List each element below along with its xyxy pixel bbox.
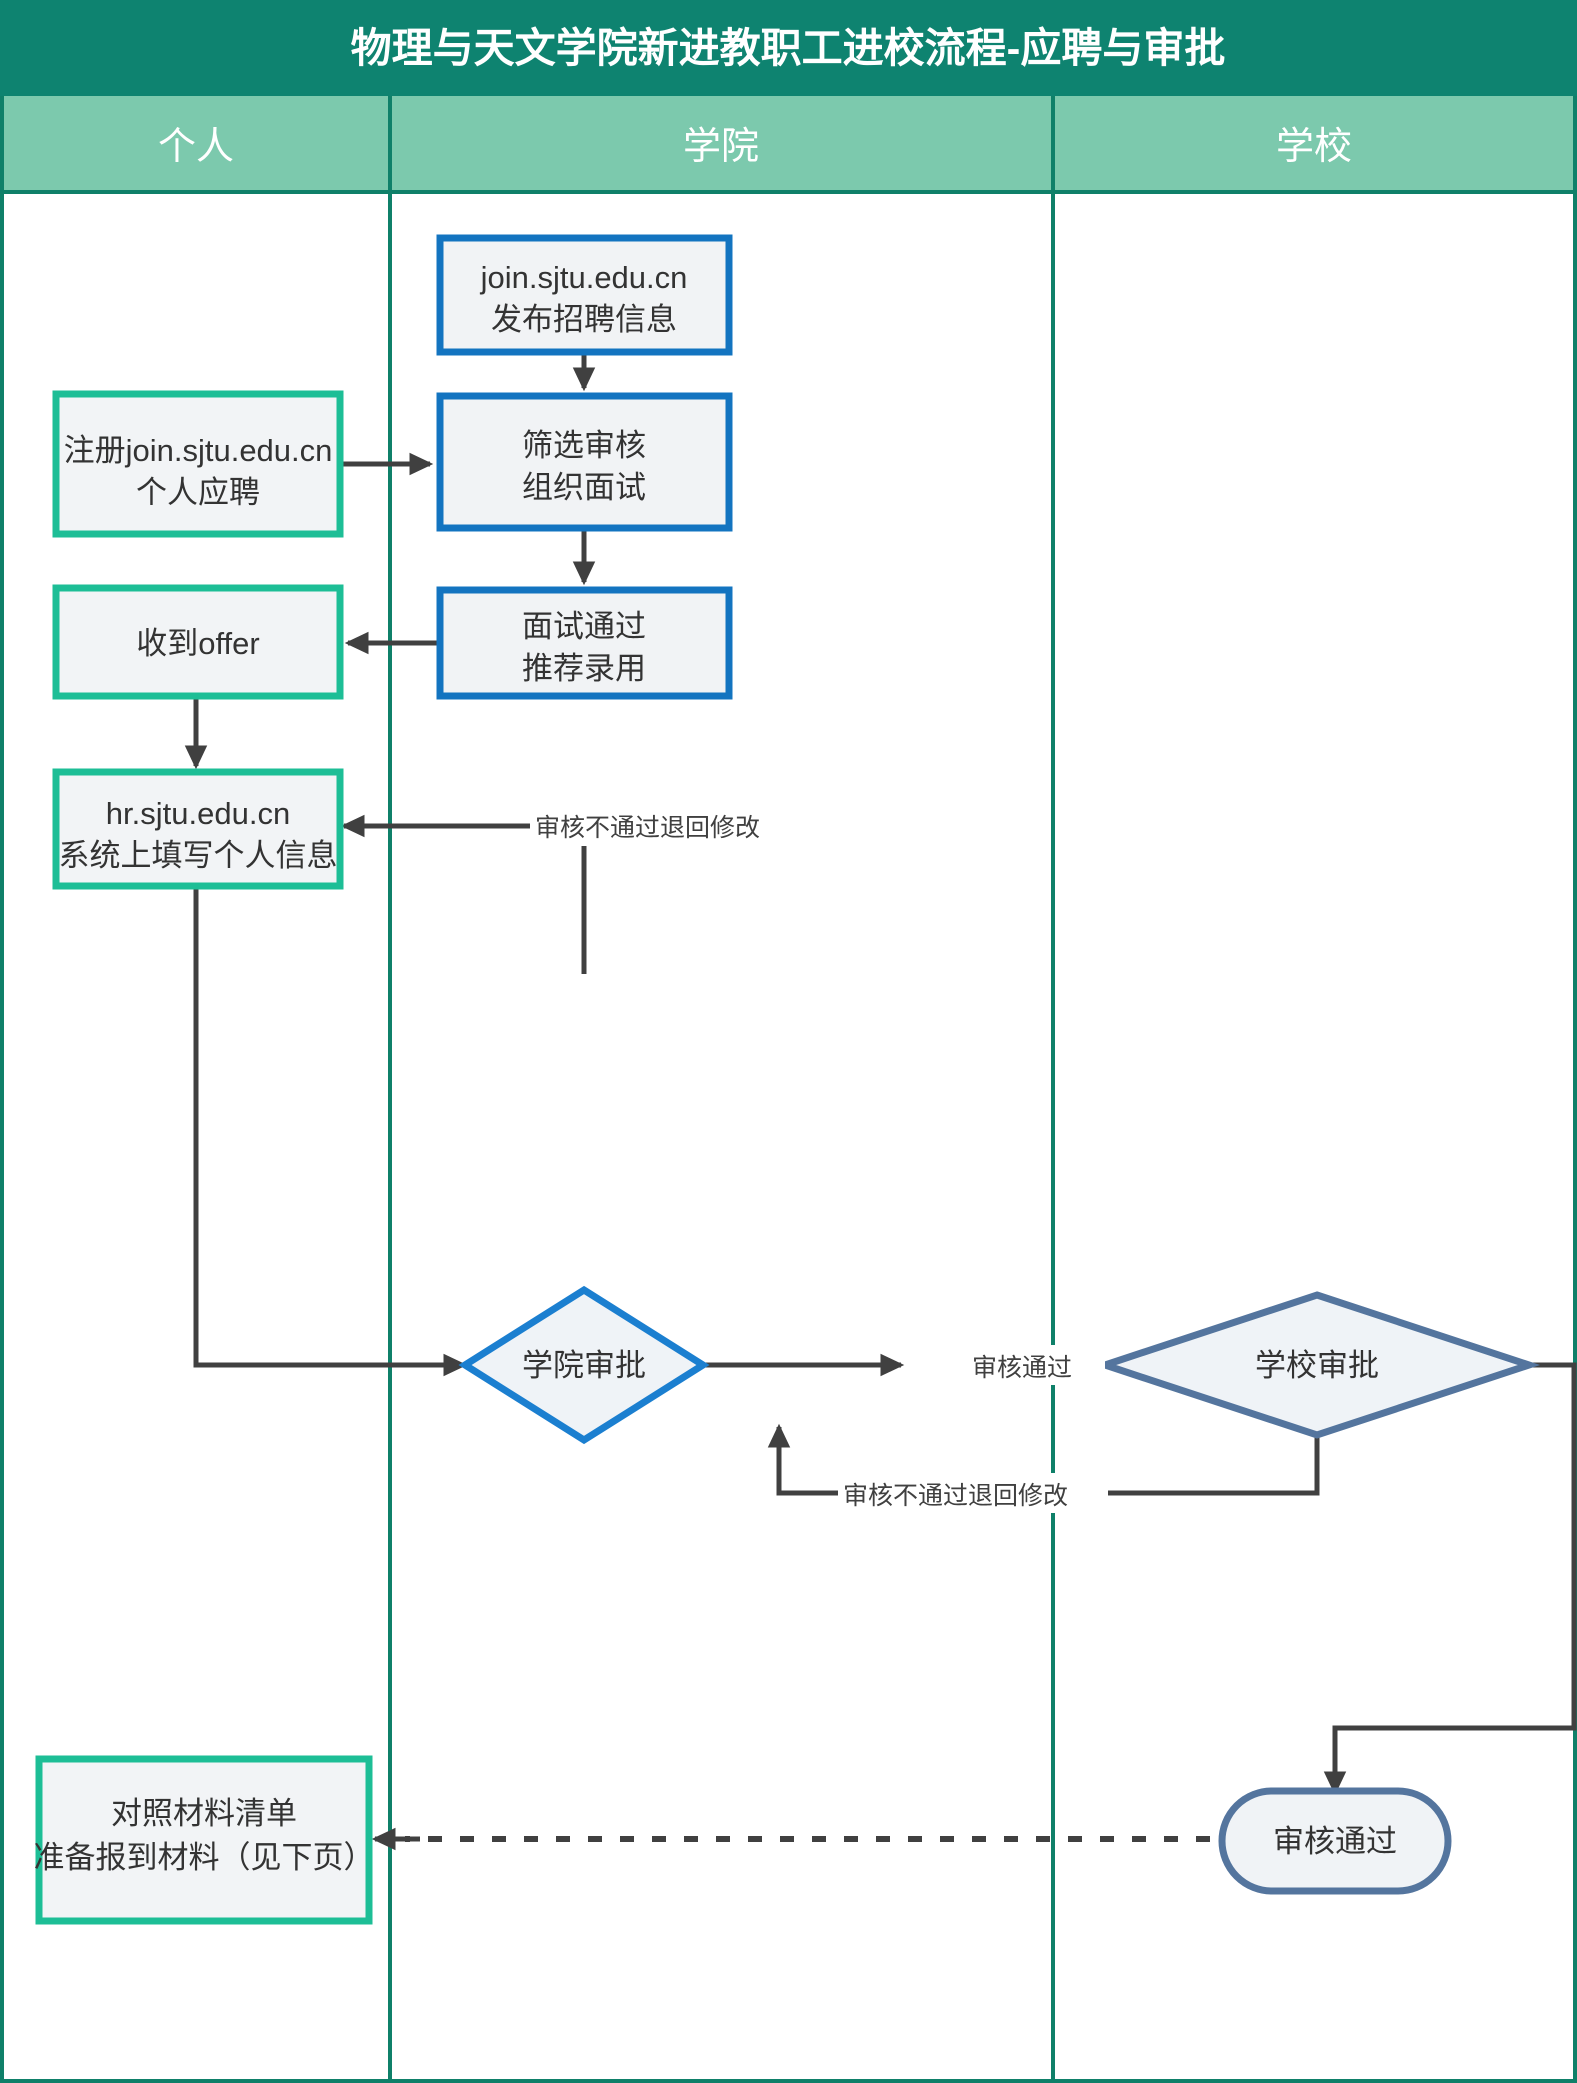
node-register-apply-line2: 个人应聘 xyxy=(136,475,260,510)
node-fill-info-line1: hr.sjtu.edu.cn xyxy=(106,796,290,831)
header-banner: 物理与天文学院新进教职工进校流程-应聘与审批 xyxy=(0,0,1577,96)
connector-college-reject-to-fillinfo xyxy=(340,814,587,974)
node-post-job[interactable]: join.sjtu.edu.cn 发布招聘信息 xyxy=(436,234,733,356)
lane-header-individual: 个人 xyxy=(158,126,234,168)
node-post-job-line2: 发布招聘信息 xyxy=(491,302,677,337)
connector-fillinfo-to-college xyxy=(193,886,468,1377)
lane-header-college: 学院 xyxy=(683,126,759,168)
connector-school-to-approved xyxy=(1323,1362,1577,1796)
node-prepare-materials[interactable]: 对照材料清单 准备报到材料（见下页） xyxy=(34,1755,375,1925)
node-register-apply-line1: 注册join.sjtu.edu.cn xyxy=(64,433,333,468)
node-receive-offer[interactable]: 收到offer xyxy=(52,584,344,700)
node-prepare-materials-line1: 对照材料清单 xyxy=(111,1796,297,1831)
node-fill-info[interactable]: hr.sjtu.edu.cn 系统上填写个人信息 xyxy=(52,768,344,890)
node-post-job-line1: join.sjtu.edu.cn xyxy=(480,260,688,295)
node-screen-interview-line2: 组织面试 xyxy=(522,470,646,505)
lane-header-row: 个人 学院 学校 xyxy=(0,96,1577,194)
node-register-apply[interactable]: 注册join.sjtu.edu.cn 个人应聘 xyxy=(52,390,344,538)
edge-labels: 审核不通过退回修改 审核通过 审核不通过退回修改 xyxy=(530,806,1108,1513)
node-screen-interview[interactable]: 筛选审核 组织面试 xyxy=(436,392,733,532)
lane-header-school: 学校 xyxy=(1276,126,1352,168)
node-interview-passed-line2: 推荐录用 xyxy=(522,651,646,686)
node-approved[interactable]: 审核通过 xyxy=(1218,1787,1452,1895)
lane-body-grid xyxy=(0,190,1577,2083)
node-fill-info-line2: 系统上填写个人信息 xyxy=(59,838,338,873)
node-screen-interview-line1: 筛选审核 xyxy=(522,428,646,463)
node-prepare-materials-line2: 准备报到材料（见下页） xyxy=(34,1840,375,1875)
node-interview-passed-line1: 面试通过 xyxy=(522,609,646,644)
edge-label-reject-return-top: 审核不通过退回修改 xyxy=(535,814,760,842)
node-approved-label: 审核通过 xyxy=(1273,1824,1397,1859)
node-school-approval-label: 学校审批 xyxy=(1255,1348,1379,1383)
edge-label-approve-pass: 审核通过 xyxy=(972,1354,1072,1382)
node-college-approval[interactable]: 学院审批 xyxy=(458,1285,710,1445)
connectors xyxy=(184,352,1577,1851)
node-receive-offer-line1: 收到offer xyxy=(136,626,259,661)
node-college-approval-label: 学院审批 xyxy=(522,1348,646,1383)
edge-label-reject-return-bottom: 审核不通过退回修改 xyxy=(843,1482,1068,1510)
node-interview-passed[interactable]: 面试通过 推荐录用 xyxy=(436,586,733,700)
page-title: 物理与天文学院新进教职工进校流程-应聘与审批 xyxy=(351,25,1226,71)
node-school-approval[interactable]: 学校审批 xyxy=(1093,1291,1541,1439)
